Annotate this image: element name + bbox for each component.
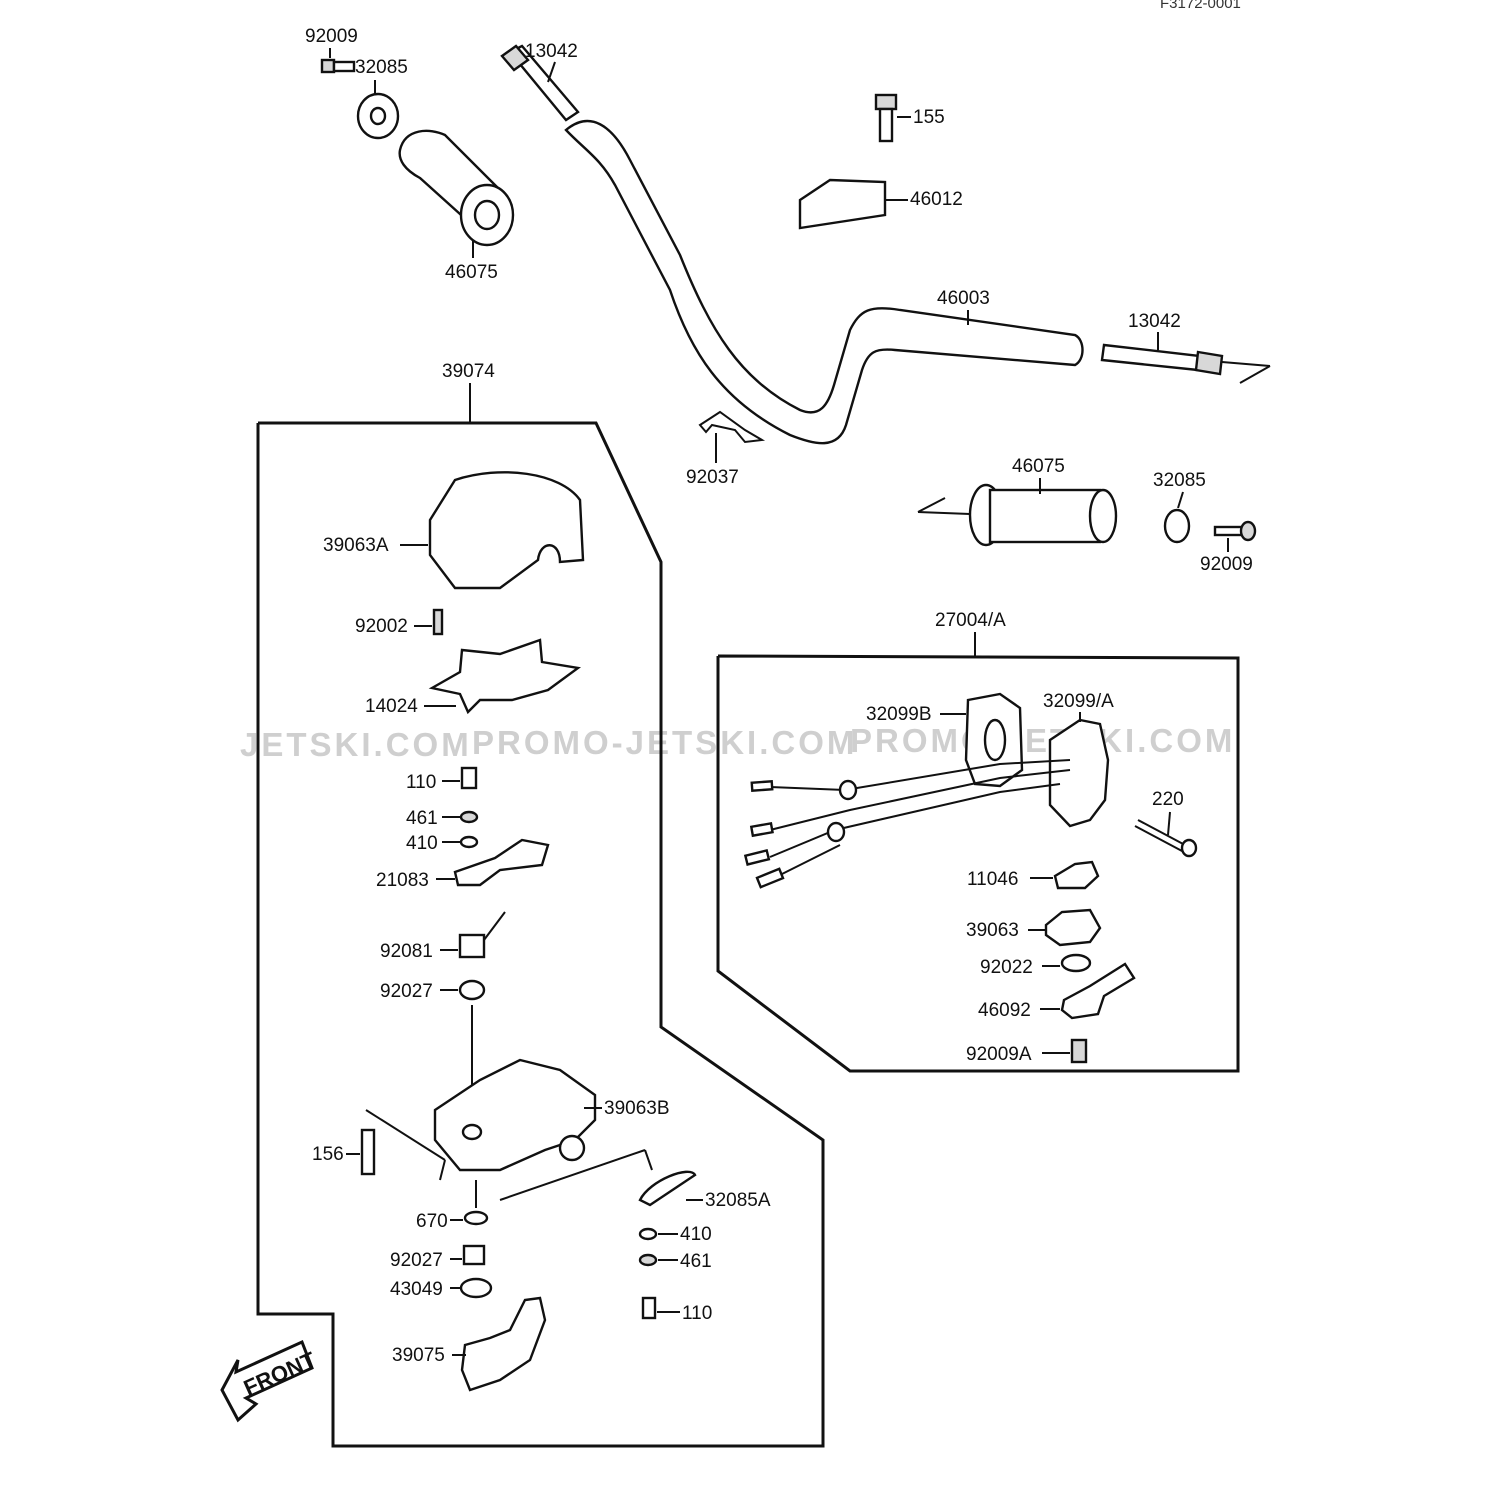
label-43049: 43049 — [390, 1279, 443, 1300]
screw-92009-top — [320, 58, 356, 74]
label-46092: 46092 — [978, 1000, 1031, 1021]
label-32085-right: 32085 — [1153, 470, 1206, 491]
label-92009-right: 92009 — [1200, 554, 1253, 575]
label-92022: 92022 — [980, 957, 1033, 978]
grip-46075-right — [917, 483, 1118, 547]
label-46075-top: 46075 — [445, 262, 498, 283]
switch-half-32099A — [1048, 718, 1110, 828]
grip-46075-top — [398, 129, 515, 247]
leader-32085-right — [1177, 491, 1184, 509]
label-13042-right: 13042 — [1128, 311, 1181, 332]
watermark-1: JETSKI.COM — [240, 726, 472, 763]
label-14024: 14024 — [365, 696, 418, 717]
label-21083: 21083 — [376, 870, 429, 891]
leader-220 — [1167, 811, 1171, 836]
label-46003: 46003 — [937, 288, 990, 309]
cover-39063A — [428, 471, 585, 590]
washer-410-b — [638, 1227, 658, 1241]
label-92009-top: 92009 — [305, 26, 358, 47]
wiring-harness — [743, 759, 1071, 889]
label-220: 220 — [1152, 789, 1184, 810]
label-39063: 39063 — [966, 920, 1019, 941]
label-156: 156 — [312, 1144, 344, 1165]
spring-92081 — [458, 911, 506, 959]
label-92027-a: 92027 — [380, 981, 433, 1002]
plate-21083 — [453, 838, 550, 887]
lever-39075 — [460, 1296, 547, 1392]
clip-92037 — [698, 410, 766, 444]
group-label-39074: 39074 — [442, 361, 495, 382]
label-39063A: 39063A — [323, 535, 389, 556]
left-assembly-outline — [256, 421, 825, 1448]
bolt-110-b — [641, 1296, 657, 1320]
screw-92009-right — [1213, 520, 1257, 542]
nut-461-b — [638, 1253, 658, 1267]
lever-46092 — [1060, 962, 1136, 1020]
label-46075-right: 46075 — [1012, 456, 1065, 477]
switch-half-32099B — [964, 692, 1024, 788]
cap-32085-right — [1163, 508, 1191, 544]
bar-end-13042-top — [500, 44, 580, 122]
cap-32085-top — [356, 92, 400, 140]
label-39075: 39075 — [392, 1345, 445, 1366]
label-110-b: 110 — [682, 1303, 712, 1324]
washer-92022 — [1060, 953, 1092, 973]
housing-39063B — [433, 1058, 597, 1172]
label-410-b: 410 — [680, 1224, 712, 1245]
drawing-code: F3172-0001 — [1160, 0, 1241, 12]
label-32099B: 32099B — [866, 704, 932, 725]
group-label-27004A: 27004/A — [935, 610, 1006, 631]
label-32085A: 32085A — [705, 1190, 771, 1211]
watermark-3: PROMO-JETSKI.COM — [850, 722, 1235, 759]
label-461-a: 461 — [406, 808, 438, 829]
front-label: FRONT — [240, 1347, 320, 1401]
handlebar-46003 — [564, 119, 1084, 445]
plate-11046 — [1053, 860, 1100, 890]
label-13042-top: 13042 — [525, 41, 578, 62]
clamp-46012 — [798, 178, 887, 230]
right-assembly-outline — [716, 654, 1240, 1073]
washer-410-a — [459, 835, 479, 849]
gasket-14024 — [428, 638, 582, 715]
nut-461-a — [459, 810, 479, 824]
label-92002: 92002 — [355, 616, 408, 637]
seal-43049 — [459, 1277, 493, 1299]
label-92037: 92037 — [686, 467, 739, 488]
label-410-a: 410 — [406, 833, 438, 854]
label-92027-b: 92027 — [390, 1250, 443, 1271]
bar-end-13042-right — [1100, 343, 1271, 384]
label-32085-top: 32085 — [355, 57, 408, 78]
collar-92027-b — [462, 1244, 486, 1266]
leader-13042-top — [547, 61, 556, 83]
pad-32085A — [499, 1149, 697, 1207]
collar-92027-a — [458, 979, 486, 1001]
label-32099A: 32099/A — [1043, 691, 1114, 712]
label-92081: 92081 — [380, 941, 433, 962]
label-461-b: 461 — [680, 1251, 712, 1272]
label-92009A: 92009A — [966, 1044, 1032, 1065]
label-11046: 11046 — [967, 869, 1018, 890]
bolt-155 — [874, 93, 898, 143]
oring-670 — [463, 1210, 489, 1226]
screw-220 — [1134, 819, 1198, 858]
screw-92002 — [432, 608, 444, 636]
front-arrow: FRONT — [220, 1339, 320, 1423]
label-670: 670 — [416, 1211, 448, 1232]
label-46012: 46012 — [910, 189, 963, 210]
bolt-110-a — [460, 766, 478, 790]
bolt-156 — [360, 1109, 446, 1181]
watermark-2: PROMO-JETSKI.COM — [472, 724, 857, 761]
label-110-a: 110 — [406, 772, 436, 793]
screw-92009A — [1070, 1038, 1088, 1064]
label-39063B: 39063B — [604, 1098, 670, 1119]
label-155: 155 — [913, 107, 945, 128]
housing-39063 — [1044, 908, 1102, 947]
